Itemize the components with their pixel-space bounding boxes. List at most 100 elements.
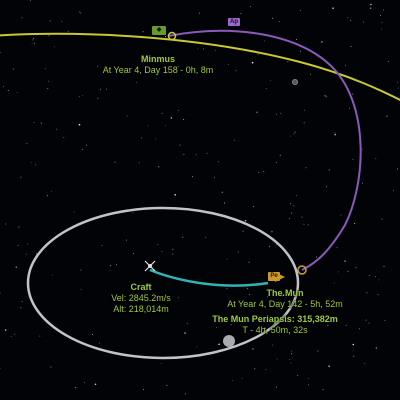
star bbox=[197, 48, 199, 50]
star bbox=[316, 256, 318, 258]
star bbox=[392, 190, 394, 192]
star bbox=[80, 269, 82, 271]
star bbox=[166, 384, 168, 386]
star bbox=[248, 261, 250, 263]
mun-detail: At Year 4, Day 142 - 5h, 52m bbox=[227, 299, 343, 309]
star bbox=[347, 17, 349, 19]
star bbox=[290, 135, 292, 137]
star bbox=[183, 153, 185, 155]
star bbox=[97, 65, 99, 67]
minmus-node-icon[interactable] bbox=[167, 31, 177, 41]
star bbox=[155, 138, 157, 140]
star bbox=[291, 353, 293, 355]
periapsis-marker[interactable]: Pe bbox=[268, 272, 280, 281]
minmus-orbit[interactable] bbox=[0, 32, 400, 105]
star bbox=[290, 362, 292, 364]
mun-periapsis-name: The Mun Periapsis: 315,382m bbox=[212, 314, 338, 324]
star bbox=[221, 191, 224, 194]
star bbox=[99, 342, 101, 344]
star bbox=[99, 88, 101, 90]
star bbox=[78, 96, 80, 98]
star bbox=[132, 253, 134, 255]
apoapsis-marker-label: Ap bbox=[230, 19, 238, 25]
star bbox=[290, 203, 292, 205]
mun-body-icon[interactable] bbox=[223, 335, 235, 347]
star bbox=[369, 7, 372, 9]
star bbox=[185, 393, 187, 395]
star bbox=[78, 123, 81, 126]
star bbox=[279, 154, 281, 156]
star bbox=[241, 377, 243, 379]
craft-name: Craft bbox=[130, 282, 152, 292]
star bbox=[324, 95, 326, 97]
star bbox=[213, 176, 215, 178]
star bbox=[97, 97, 99, 99]
orbit-node-icon[interactable] bbox=[292, 79, 298, 85]
star bbox=[305, 167, 307, 169]
star bbox=[0, 292, 1, 294]
star bbox=[280, 293, 282, 294]
star bbox=[132, 212, 134, 214]
star bbox=[80, 288, 82, 290]
star bbox=[126, 239, 127, 241]
star bbox=[84, 382, 85, 384]
apoapsis-marker[interactable]: Ap bbox=[228, 18, 240, 26]
star bbox=[4, 329, 7, 331]
star bbox=[21, 301, 23, 303]
star bbox=[47, 88, 49, 90]
star bbox=[350, 20, 352, 21]
star bbox=[184, 332, 186, 334]
star bbox=[26, 253, 28, 255]
craft-orbit[interactable] bbox=[26, 206, 300, 360]
star bbox=[51, 274, 53, 276]
star bbox=[82, 148, 84, 150]
star bbox=[20, 307, 22, 309]
star bbox=[326, 96, 328, 98]
mun-periapsis-label: The Mun Periapsis: 315,382m T - 4h, 50m,… bbox=[212, 314, 338, 336]
star bbox=[334, 133, 337, 136]
star bbox=[142, 31, 144, 33]
star bbox=[235, 70, 237, 72]
star bbox=[80, 12, 82, 14]
craft-trajectory[interactable] bbox=[149, 268, 269, 287]
periapsis-marker-label: Pe bbox=[270, 273, 278, 279]
minmus-marker-icon[interactable]: ◆ bbox=[152, 26, 166, 35]
star bbox=[381, 218, 383, 220]
star bbox=[49, 20, 51, 22]
mun-label: The Mun At Year 4, Day 142 - 5h, 52m bbox=[227, 288, 343, 310]
star bbox=[276, 358, 278, 360]
star bbox=[35, 164, 36, 166]
star bbox=[303, 122, 305, 124]
star bbox=[196, 346, 198, 348]
star bbox=[303, 223, 305, 225]
star bbox=[276, 244, 278, 246]
star bbox=[244, 219, 247, 222]
star bbox=[18, 226, 20, 228]
star bbox=[265, 369, 267, 371]
star bbox=[73, 211, 75, 213]
mun-encounter-trajectory[interactable] bbox=[167, 29, 362, 271]
star bbox=[183, 119, 185, 121]
star bbox=[352, 343, 355, 346]
star bbox=[106, 88, 107, 90]
mun-name: The Mun bbox=[266, 288, 304, 298]
star bbox=[170, 117, 173, 119]
star bbox=[362, 182, 364, 184]
star bbox=[344, 260, 346, 262]
star bbox=[34, 42, 36, 44]
star bbox=[164, 36, 166, 37]
star bbox=[142, 388, 144, 390]
star bbox=[226, 288, 228, 290]
star bbox=[368, 322, 370, 324]
star bbox=[86, 144, 88, 146]
star bbox=[230, 324, 232, 326]
star bbox=[253, 206, 255, 207]
encounter-node-icon[interactable] bbox=[297, 265, 307, 275]
star bbox=[27, 243, 29, 245]
star bbox=[178, 109, 180, 111]
craft-vessel-icon[interactable] bbox=[144, 260, 156, 272]
star bbox=[304, 109, 305, 111]
star bbox=[301, 216, 303, 218]
